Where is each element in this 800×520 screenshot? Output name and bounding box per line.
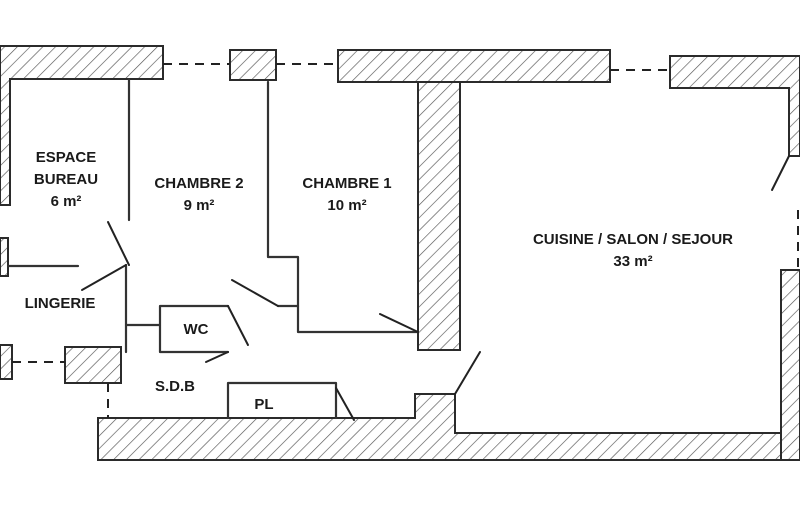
door-entrance (454, 351, 481, 395)
wall-top-pillar (229, 49, 277, 81)
chambre1-label: CHAMBRE 1 (302, 175, 391, 192)
wall-left-pillar (64, 346, 122, 384)
chambre2-area: 9 m² (184, 197, 215, 214)
wall-top-right (669, 55, 800, 157)
partition-chambre1-bottom (296, 304, 420, 334)
partition-wc (124, 304, 230, 354)
partitions (6, 78, 420, 420)
windows (12, 63, 799, 418)
sejour-label: CUISINE / SALON / SEJOUR (533, 231, 733, 248)
partition-pl (226, 381, 338, 420)
door-wc (227, 305, 249, 346)
pl-label: PL (254, 396, 273, 413)
chambre1-area: 10 m² (327, 197, 366, 214)
structural-walls (0, 45, 800, 461)
wall-top-left (0, 45, 164, 206)
door-bureau (107, 221, 130, 266)
door-chambre2 (231, 279, 279, 307)
door-sejour-right (771, 155, 790, 191)
room-labels: ESPACE BUREAU 6 m² CHAMBRE 2 9 m² CHAMBR… (25, 149, 734, 413)
bureau-label-line2: BUREAU (34, 171, 98, 188)
partition-chambre2-chambre1 (266, 80, 300, 308)
doors (81, 155, 790, 421)
door-lingerie (81, 264, 127, 291)
bureau-label-line1: ESPACE (36, 149, 97, 166)
door-chambre1 (379, 313, 419, 333)
sdb-label: S.D.B (155, 378, 195, 395)
wall-right-lower (780, 269, 800, 461)
wall-bottom (97, 393, 782, 461)
wall-left-mid (0, 237, 9, 277)
wall-chambre1-sejour (417, 81, 461, 351)
wall-left-lower (0, 344, 13, 380)
lingerie-label: LINGERIE (25, 295, 96, 312)
wall-top-center (337, 49, 611, 83)
chambre2-label: CHAMBRE 2 (154, 175, 243, 192)
door-pl (335, 387, 355, 421)
door-sdb (205, 351, 229, 363)
wc-label: WC (184, 321, 209, 338)
bureau-area: 6 m² (51, 193, 82, 210)
sejour-area: 33 m² (613, 253, 652, 270)
